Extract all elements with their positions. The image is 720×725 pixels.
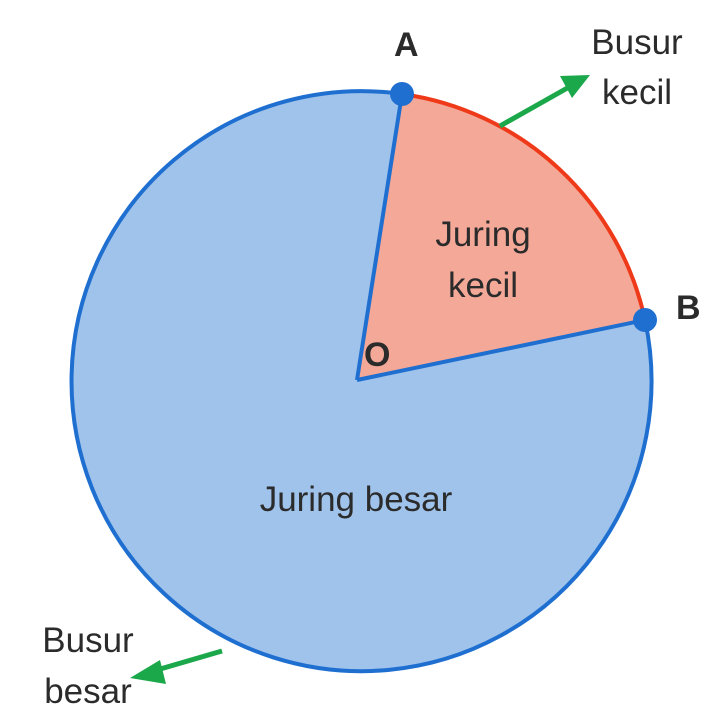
radius-ob <box>356 318 646 382</box>
label-minor-arc-line1: Busur <box>591 23 683 62</box>
label-minor-sector-line1: Juring <box>435 215 530 254</box>
label-major-sector: Juring besar <box>260 480 453 519</box>
label-minor-arc-line2: kecil <box>602 73 672 112</box>
major-arc <box>69 89 654 674</box>
label-major-arc-line2: besar <box>44 672 132 711</box>
radius-oa <box>355 93 404 381</box>
minor-arc <box>401 92 647 321</box>
label-minor-sector-line2: kecil <box>448 266 518 305</box>
label-major-arc-line1: Busur <box>42 621 134 660</box>
major-sector <box>71 91 652 672</box>
point-b-dot <box>633 308 657 332</box>
point-a-dot <box>390 82 414 106</box>
label-point-b: B <box>676 289 701 327</box>
minor-arc-arrow <box>498 75 590 129</box>
label-point-a: A <box>394 26 419 64</box>
label-center-o: O <box>364 336 390 374</box>
minor-sector <box>357 94 645 380</box>
major-arc-arrow <box>130 648 223 684</box>
